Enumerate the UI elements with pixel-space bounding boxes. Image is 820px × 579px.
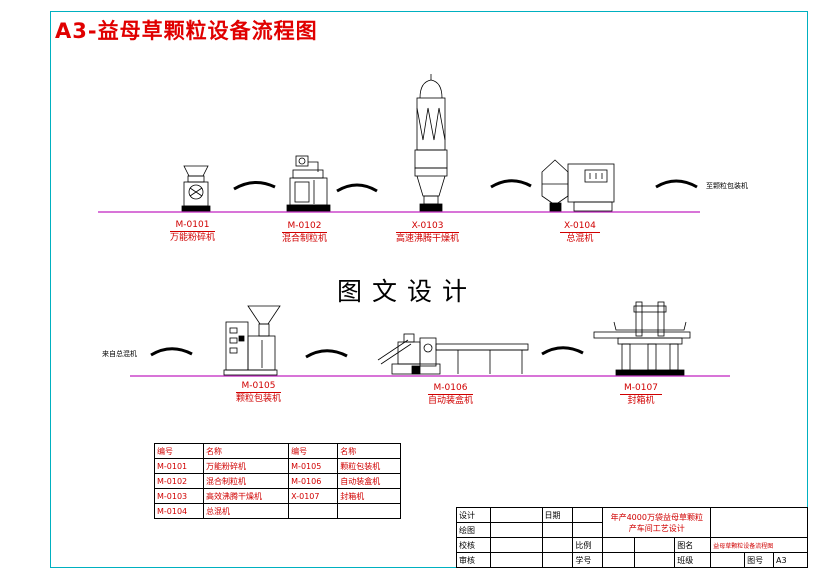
transfer-arc [336, 183, 378, 193]
table-row: M-0104 总混机 [153, 503, 401, 519]
drawing-frame [50, 11, 808, 568]
granule-packer [223, 305, 281, 376]
outlet-note: 至颗粒包装机 [706, 182, 748, 190]
project-name: 年产4000万袋益母草颗粒产车间工艺设计 [602, 507, 712, 538]
case-sealer [593, 301, 691, 376]
table-row: M-0101 万能粉碎机 M-0105 颗粒包装机 [153, 458, 401, 474]
title-block: 设计 日期 年产4000万袋益母草颗粒产车间工艺设计 绘图 校核 比例 图名 益… [456, 507, 808, 568]
table-header-row: 编号 名称 编号 名称 [153, 443, 401, 459]
transfer-arc [655, 179, 698, 189]
transfer-arc [150, 347, 193, 357]
parts-list-table: 编号 名称 编号 名称 M-0101 万能粉碎机 M-0105 颗粒包装机 M-… [153, 443, 401, 519]
drawing-title: A3-益母草颗粒设备流程图 [55, 19, 318, 43]
inlet-note: 来自总混机 [102, 350, 137, 358]
table-row: M-0102 混合制粒机 M-0106 自动装盒机 [153, 473, 401, 489]
table-row: M-0103 高效沸腾干燥机 X-0107 封箱机 [153, 488, 401, 504]
center-watermark: 图文设计 [337, 277, 478, 306]
transfer-arc [490, 179, 532, 189]
transfer-arc [305, 349, 348, 359]
transfer-arc [233, 181, 276, 191]
drawing-name: 益母草颗粒设备流程图 [710, 537, 808, 553]
transfer-arc [541, 346, 584, 356]
fluid-bed-dryer [414, 74, 448, 212]
crusher-machine [181, 165, 211, 212]
granulator-machine [286, 155, 331, 212]
cartoning-machine [377, 333, 529, 375]
total-mixer [541, 159, 615, 212]
